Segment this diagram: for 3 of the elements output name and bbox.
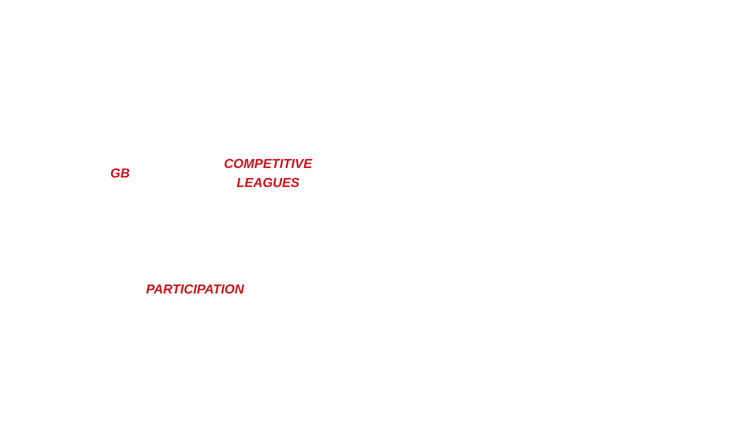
label-text: COMPETITIVE LEAGUES (224, 158, 312, 188)
label-text: PARTICIPATION (146, 284, 244, 294)
label-text: GB (110, 168, 130, 178)
